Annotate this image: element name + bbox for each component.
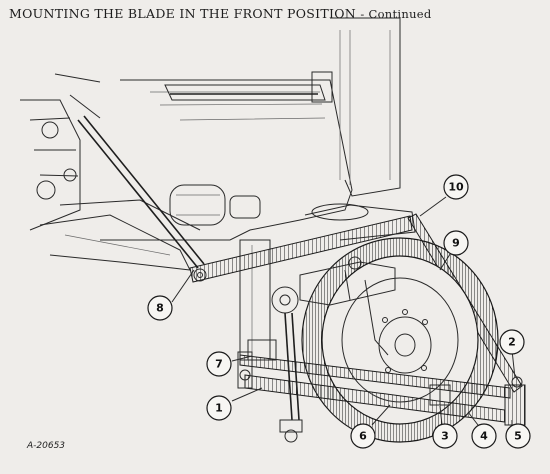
- callout-4: 4: [471, 423, 497, 449]
- svg-text:10: 10: [448, 181, 464, 194]
- callout-1: 1: [206, 395, 232, 421]
- callout-6: 6: [350, 423, 376, 449]
- callout-7: 7: [206, 351, 232, 377]
- callout-3: 3: [432, 423, 458, 449]
- svg-text:6: 6: [359, 430, 367, 443]
- svg-text:8: 8: [156, 302, 164, 315]
- upper-brace: [189, 203, 416, 283]
- svg-text:4: 4: [480, 430, 488, 443]
- svg-text:2: 2: [508, 336, 516, 349]
- callout-8: 8: [147, 295, 173, 321]
- callout-2: 2: [499, 329, 525, 355]
- leader-lines: [171, 196, 516, 426]
- push-rods: [54, 73, 205, 269]
- svg-text:9: 9: [452, 237, 460, 250]
- callout-9: 9: [443, 230, 469, 256]
- svg-text:7: 7: [215, 358, 223, 371]
- callout-10: 10: [443, 174, 469, 200]
- title-main: MOUNTING THE BLADE IN THE FRONT POSITION: [9, 6, 357, 21]
- callout-5: 5: [505, 423, 531, 449]
- page-title: MOUNTING THE BLADE IN THE FRONT POSITION…: [9, 6, 432, 21]
- svg-text:1: 1: [215, 402, 223, 415]
- figure-id: A-20653: [27, 441, 66, 451]
- svg-text:3: 3: [441, 430, 449, 443]
- tractor-body: [20, 17, 401, 361]
- svg-text:5: 5: [514, 430, 522, 443]
